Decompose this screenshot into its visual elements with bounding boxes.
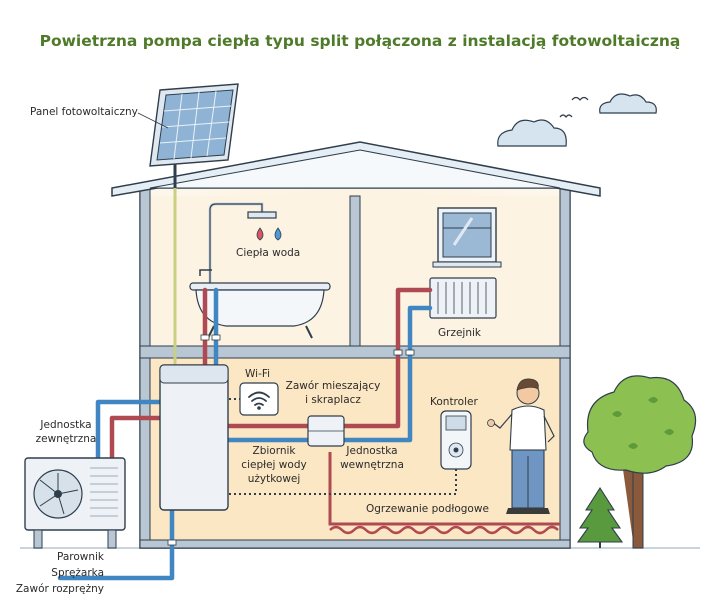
evaporator-label: Parownik [56,551,104,563]
hot-water-label: Ciepła woda [236,247,301,259]
indoor-unit-label-line-2: wewnętrzna [340,459,404,471]
tank-label-line-1: Zbiornik [252,445,296,457]
controller-label: Kontroler [430,396,478,408]
cloud-icon [497,119,567,147]
floor-heating-coil [329,525,559,535]
compressor-label: Sprężarka [51,567,104,579]
radiator-label: Grzejnik [438,327,481,339]
hot-pipe [109,415,168,463]
tree-icon [583,375,697,549]
person-icon [487,378,555,514]
partition-wall [349,195,361,347]
indoor-unit-label-line-1: Jednostka [346,445,398,457]
indoor-unit-label: Jednostka wewnętrzna [332,444,412,472]
tank-label: Zbiornik ciepłej wody użytkowej [226,444,322,486]
window-icon [432,207,502,268]
shower-icon [208,202,277,290]
tank-label-line-2: ciepłej wody [241,459,307,471]
indoor-unit-tank [159,364,229,511]
spruce-icon [576,486,624,548]
roof-fill [149,149,561,189]
mixing-valve-label-line-1: Zawór mieszający [285,380,381,392]
floor-heating-label: Ogrzewanie podłogowe [366,503,489,515]
hot-water-drop-icon [256,227,264,241]
floor-heating-pipe [328,452,560,526]
mixing-valve-label: Zawór mieszający i skraplacz [278,379,388,407]
expansion-valve-label: Zawór rozprężny [15,583,104,595]
cloud-icon [599,93,657,114]
bird-icon [559,96,589,118]
pipe-joints [167,334,415,546]
wifi-label: Wi-Fi [245,368,271,380]
roof [111,141,601,197]
cold-water-drop-icon [274,227,282,241]
outdoor-unit-label-line-2: zewnętrzna [35,433,97,445]
diagram-title: Powietrzna pompa ciepła typu split połąc… [39,32,681,50]
cold-pipe [95,399,168,463]
cold-pipe [57,505,175,581]
outdoor-unit-icon [24,457,126,549]
hot-pipe [342,287,433,429]
controller-link [228,469,457,495]
mixing-valve-icon [307,415,345,447]
pipe-network [57,287,433,581]
radiator-icon [429,277,497,319]
outdoor-unit-label: Jednostka zewnętrzna [26,418,106,446]
pv-panel-label: Panel fotowoltaiczny [30,106,138,118]
cold-pipe [342,305,433,443]
tank-label-line-3: użytkowej [247,473,301,485]
mixing-valve-label-line-2: i skraplacz [305,394,361,406]
foundation [139,539,571,549]
outdoor-unit-label-line-1: Jednostka [40,419,92,431]
solar-panel-icon [149,83,239,188]
